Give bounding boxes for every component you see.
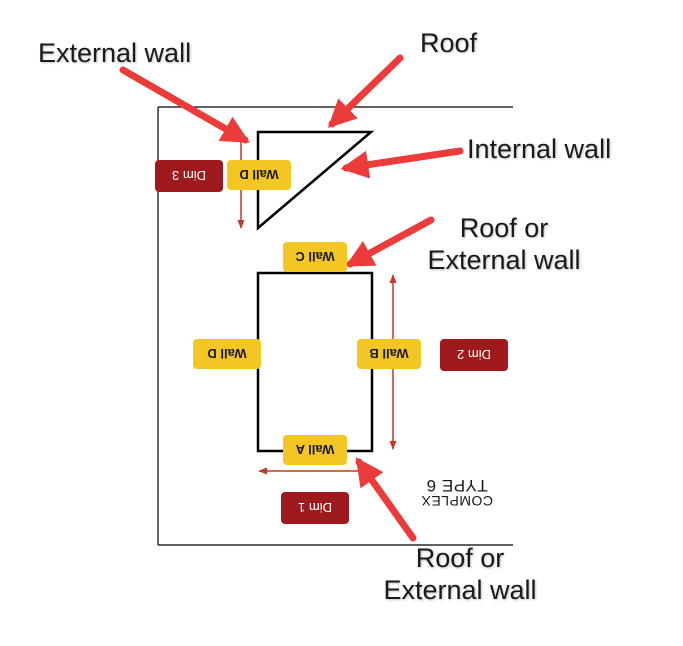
wall-d-triangle-tag: Wall D (227, 160, 291, 190)
roof-or-external-upper-arrow (345, 216, 435, 268)
dim-1-tag: Dim 1 (281, 492, 349, 524)
building-rectangle (256, 271, 374, 453)
callout-internal-wall: Internal wall (467, 134, 612, 164)
callout-roof-or-external-lower: Roof or External wall (370, 542, 550, 606)
external-wall-arrow (119, 66, 250, 144)
complex-type-line1: COMPLEX (421, 493, 493, 509)
callout-roof-or-external-lower-line1: Roof or (415, 543, 505, 573)
complex-type-line2: TYPE 6 (426, 476, 488, 495)
dim-2-tag: Dim 2 (440, 339, 508, 371)
callout-roof-or-external-upper-line1: Roof or (459, 213, 549, 243)
wall-d-tag: Wall D (193, 339, 261, 369)
wall-a-tag: Wall A (283, 435, 347, 465)
callout-external-wall: External wall (38, 38, 192, 68)
internal-wall-arrow (340, 147, 464, 179)
callout-roof-or-external-upper: Roof or External wall (414, 212, 594, 276)
roof-or-external-lower-arrow (355, 457, 417, 542)
wall-c-tag: Wall C (283, 242, 347, 272)
callout-roof: Roof (420, 28, 478, 58)
wall-b-tag: Wall B (357, 339, 421, 369)
complex-type-label: COMPLEX TYPE 6 (412, 476, 502, 509)
dim-3-tag: Dim 3 (155, 160, 223, 192)
callout-roof-or-external-lower-line2: External wall (383, 575, 537, 605)
roof-arrow (327, 54, 404, 128)
callout-roof-or-external-upper-line2: External wall (427, 245, 581, 275)
